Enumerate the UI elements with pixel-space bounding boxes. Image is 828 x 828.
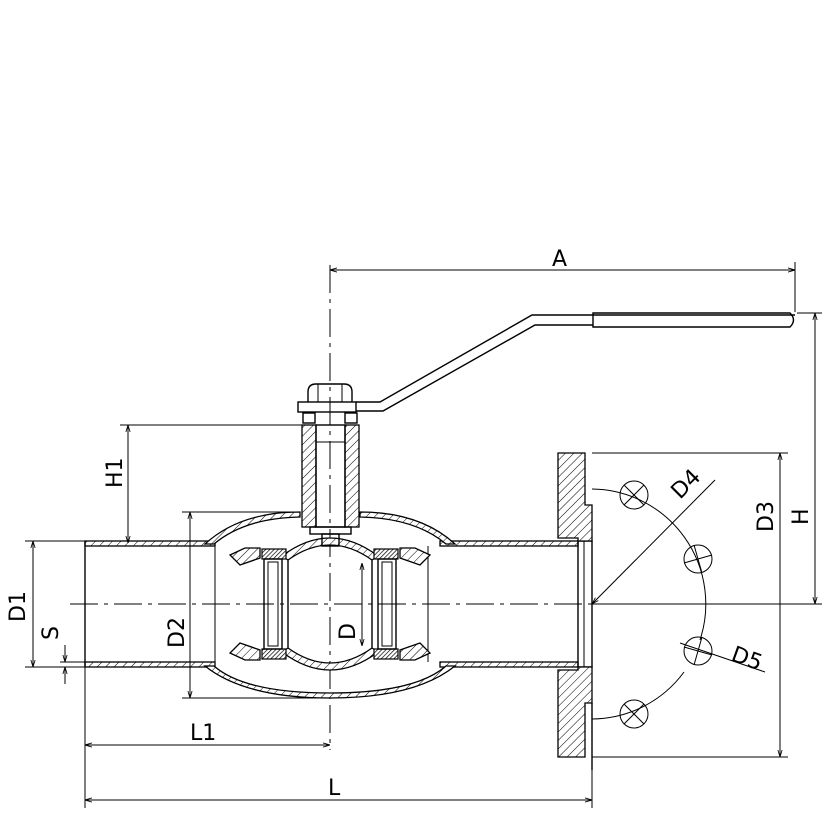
seats bbox=[261, 548, 399, 660]
valve-body bbox=[203, 511, 457, 699]
dim-label-l: L bbox=[328, 776, 341, 801]
dim-label-a: A bbox=[552, 247, 567, 272]
bolt-hole bbox=[683, 636, 713, 666]
bolt-hole bbox=[619, 480, 649, 510]
flange bbox=[557, 452, 707, 770]
handle-lever bbox=[297, 312, 795, 413]
dim-label-h1: H1 bbox=[103, 457, 128, 488]
dim-label-d: D bbox=[336, 623, 361, 640]
dim-label-h: H bbox=[789, 508, 814, 525]
stem-housing bbox=[301, 412, 360, 547]
dim-label-d5: D5 bbox=[728, 642, 766, 676]
dim-label-s: S bbox=[39, 626, 64, 640]
dim-label-d4: D4 bbox=[667, 465, 707, 505]
dim-label-d1: D1 bbox=[6, 591, 31, 622]
bolt-hole bbox=[619, 699, 649, 729]
dimension-lines bbox=[25, 262, 822, 808]
left-pipe bbox=[84, 540, 216, 668]
center-lines bbox=[70, 265, 810, 750]
dim-label-d3: D3 bbox=[754, 501, 779, 532]
dim-label-d2: D2 bbox=[165, 617, 190, 648]
bolt-hole bbox=[683, 544, 713, 574]
dim-label-l1: L1 bbox=[190, 721, 216, 746]
bolt-holes bbox=[619, 480, 713, 729]
